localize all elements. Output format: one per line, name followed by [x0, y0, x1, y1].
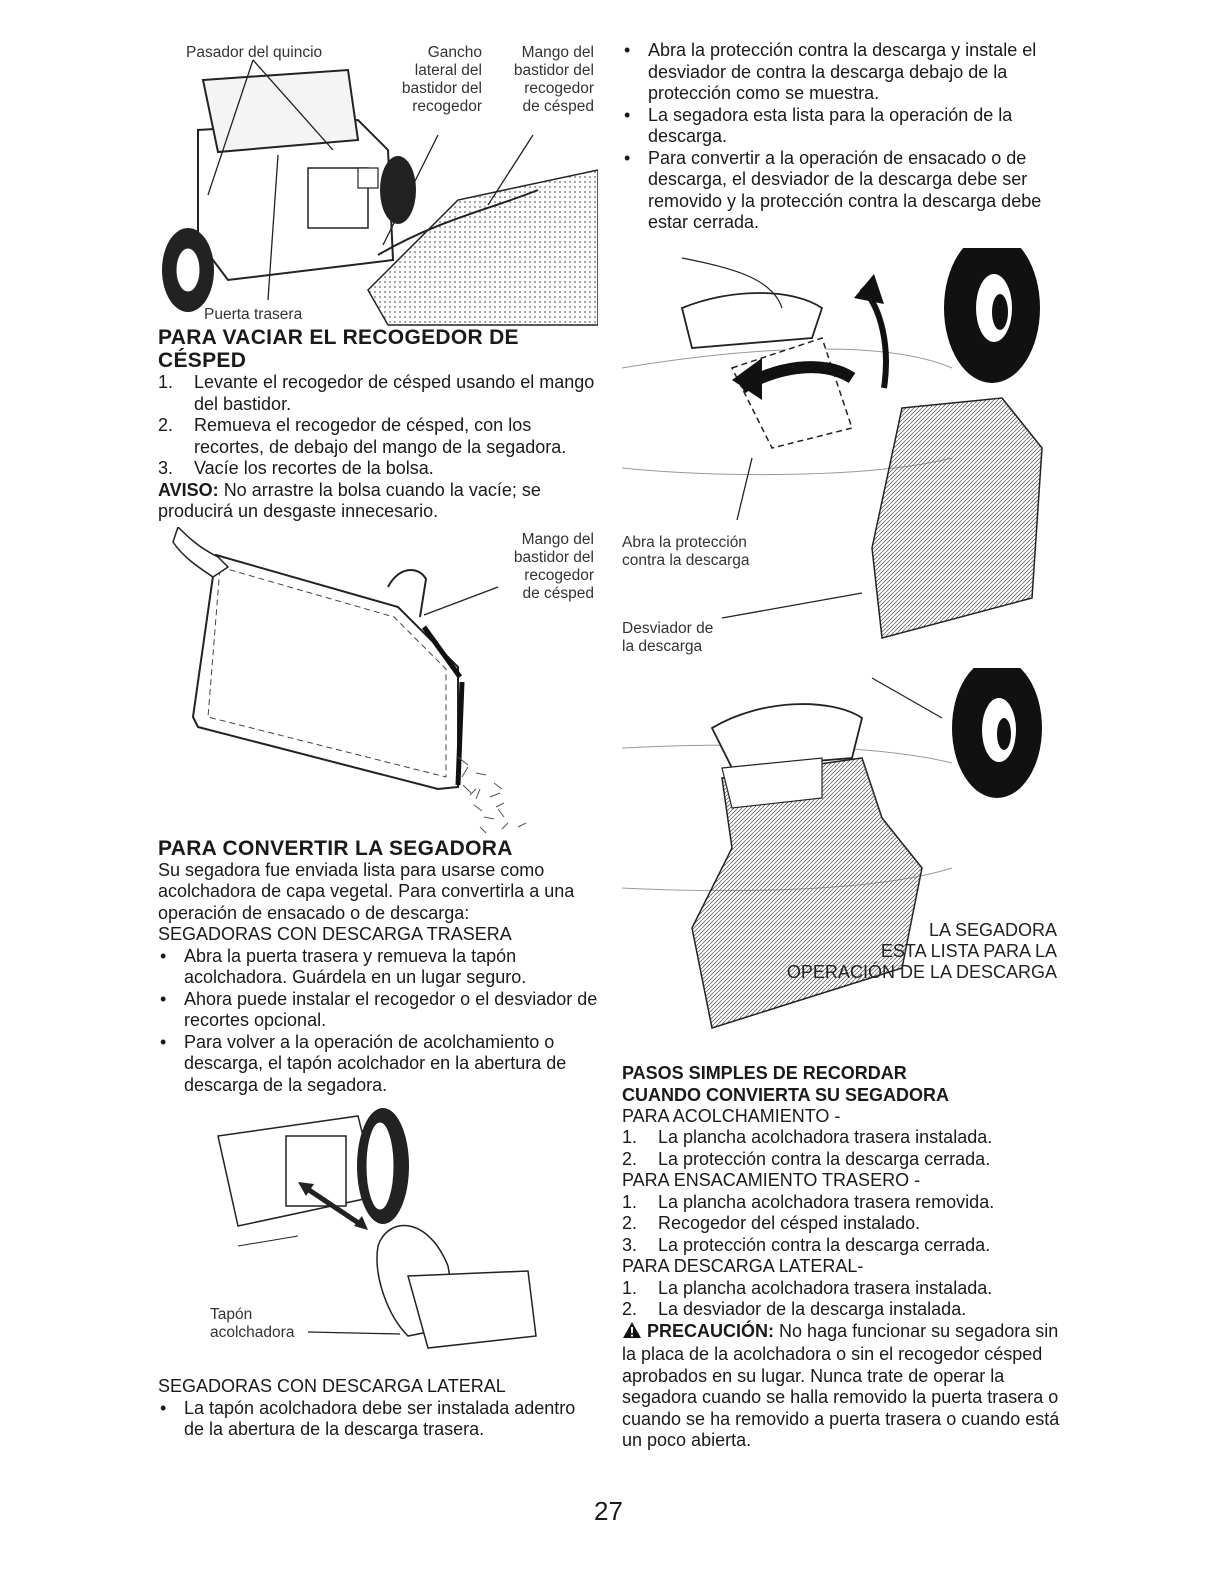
aviso-note: AVISO: No arrastre la bolsa cuando la va…: [158, 479, 541, 522]
convertir-title: PARA CONVERTIR LA SEGADORA: [158, 836, 513, 860]
list-item: 1.La plancha acolchadora trasera instala…: [622, 1277, 993, 1298]
lateral-bullets: •La tapón acolchadora debe ser instalada…: [158, 1398, 598, 1441]
list-item: 2.Remueva el recogedor de césped, con lo…: [158, 415, 567, 457]
list-item: 2.La protección contra la descarga cerra…: [622, 1148, 991, 1169]
warning-icon: [622, 1321, 642, 1345]
grass-catcher-illustration: [162, 59, 598, 326]
convertir-intro: Su segadora fue enviada lista para usars…: [158, 859, 575, 923]
emptying-bag-illustration: [172, 526, 527, 833]
label-pasador: Pasador del quincio: [186, 44, 323, 61]
list-item: 1.La plancha acolchadora trasera removid…: [622, 1191, 995, 1212]
list-item: •La tapón acolchadora debe ser instalada…: [160, 1397, 576, 1440]
list-item: •Para volver a la operación de acolchami…: [160, 1031, 567, 1095]
group-list: 1.La plancha acolchadora trasera removid…: [622, 1192, 1067, 1257]
list-item: •Para convertir a la operación de ensaca…: [624, 147, 1042, 233]
lateral-section: SEGADORAS CON DESCARGA LATERAL •La tapón…: [158, 1376, 598, 1441]
group-heading-acolchamiento: PARA ACOLCHAMIENTO -: [622, 1105, 841, 1126]
trasera-bullets: •Abra la puerta trasera y remueva la tap…: [158, 946, 598, 1097]
group-list: 1.La plancha acolchadora trasera instala…: [622, 1127, 1067, 1170]
convertir-section: PARA CONVERTIR LA SEGADORA Su segadora f…: [158, 837, 598, 1097]
group-heading-descarga-lateral: PARA DESCARGA LATERAL-: [622, 1256, 864, 1276]
trasera-heading: SEGADORAS CON DESCARGA TRASERA: [158, 924, 512, 944]
list-item: •Ahora puede instalar el recogedor o el …: [160, 988, 598, 1031]
list-item: 1.La plancha acolchadora trasera instala…: [622, 1127, 993, 1147]
vaciar-steps: 1.Levante el recogedor de césped usando …: [158, 372, 598, 480]
label-puerta-trasera: Puerta trasera: [204, 306, 303, 323]
right-column: •Abra la protección contra la descarga y…: [622, 40, 1067, 1452]
ready-discharge-illustration: [622, 667, 1042, 1029]
open-guard-illustration: [622, 247, 1043, 639]
lateral-heading: SEGADORAS CON DESCARGA LATERAL: [158, 1376, 506, 1396]
mulch-plug-illustration: [217, 1108, 537, 1349]
discharge-bullets: •Abra la protección contra la descarga y…: [622, 40, 1067, 234]
list-item: •Abra la puerta trasera y remueva la tap…: [160, 945, 527, 988]
page-number: 27: [594, 1496, 623, 1526]
list-item: •La segadora esta lista para la operació…: [624, 104, 1013, 147]
list-item: 3.La protección contra la descarga cerra…: [622, 1234, 991, 1255]
list-item: 2.La desviador de la descarga instalada.: [622, 1299, 967, 1319]
group-list: 1.La plancha acolchadora trasera instala…: [622, 1278, 1067, 1321]
group-heading-ensacamiento: PARA ENSACAMIENTO TRASERO -: [622, 1170, 921, 1190]
list-item: 1.Levante el recogedor de césped usando …: [158, 372, 595, 414]
list-item: 3.Vacíe los recortes de la bolsa.: [158, 458, 434, 478]
list-item: 2.Recogedor del césped instalado.: [622, 1213, 921, 1233]
precaucion-note: PRECAUCIÓN: No haga funcionar su segador…: [622, 1320, 1060, 1451]
list-item: •Abra la protección contra la descarga y…: [624, 40, 1037, 103]
